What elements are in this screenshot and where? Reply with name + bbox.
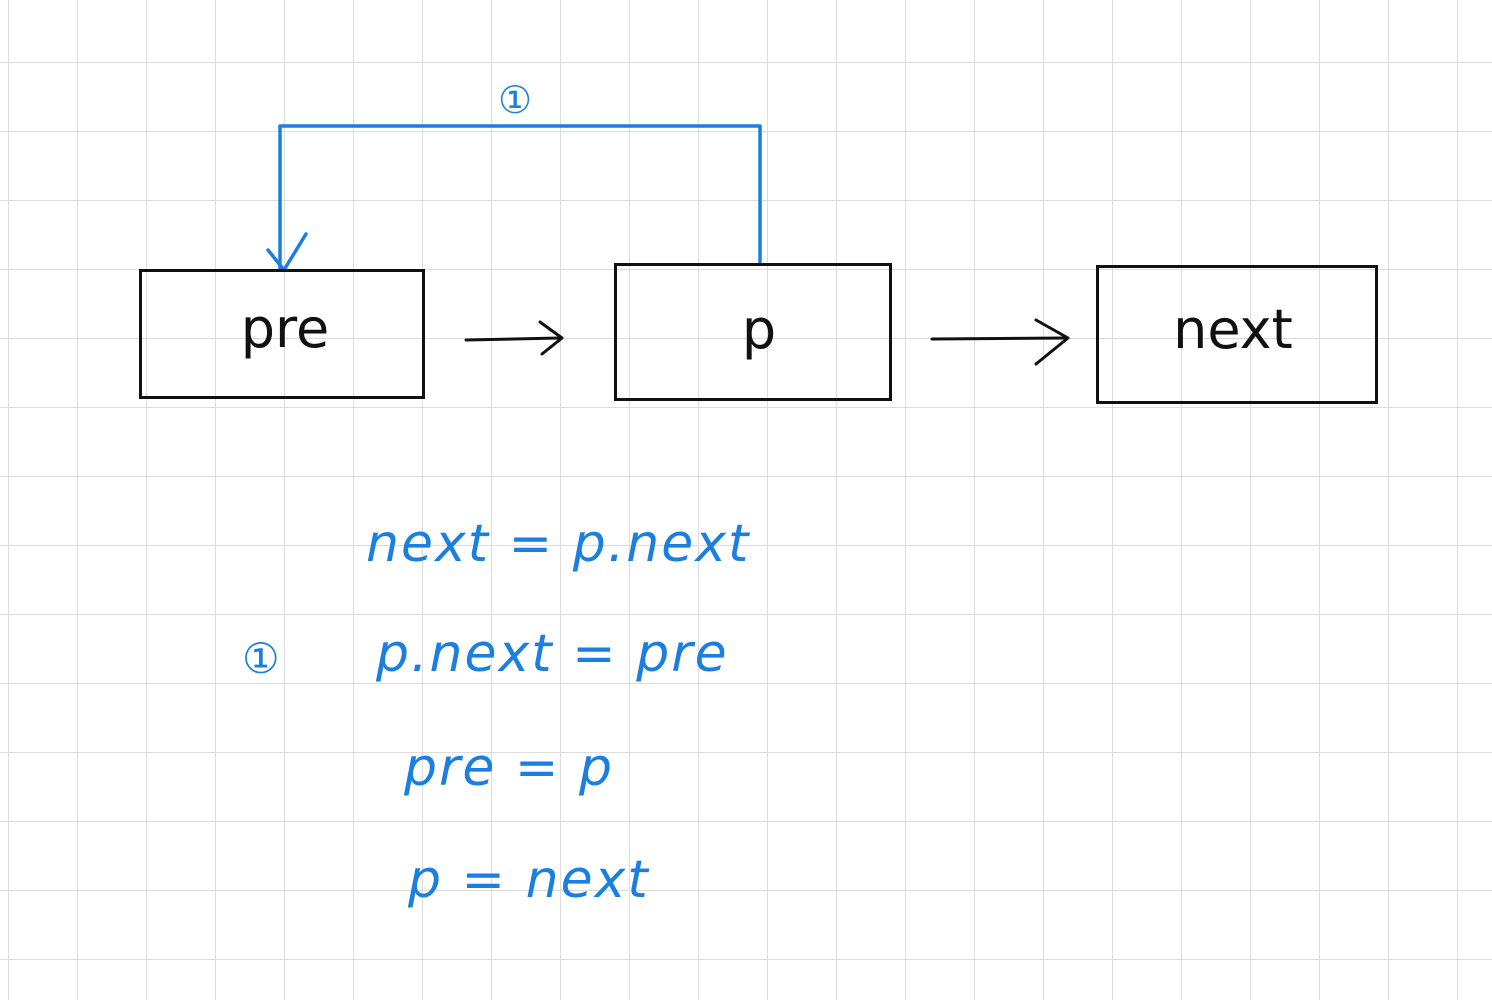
arrow-p-to-pre-reversed	[266, 124, 762, 272]
code-line-reverse-link: p.next = pre	[376, 624, 729, 684]
step-marker-top: ①	[498, 78, 535, 122]
arrow-p-to-next	[930, 318, 1070, 366]
node-next: next	[1096, 265, 1378, 404]
node-pre-label: pre	[240, 296, 330, 360]
code-line-next-assign: next = p.next	[366, 514, 751, 574]
arrow-pre-to-p	[464, 320, 564, 356]
node-p: p	[614, 263, 892, 401]
step-marker-side: ①	[242, 634, 282, 683]
code-line-pre-advance: pre = p	[404, 738, 615, 798]
node-p-label: p	[741, 297, 777, 361]
node-pre: pre	[139, 269, 425, 399]
code-line-p-advance: p = next	[408, 850, 650, 910]
node-next-label: next	[1173, 298, 1293, 361]
